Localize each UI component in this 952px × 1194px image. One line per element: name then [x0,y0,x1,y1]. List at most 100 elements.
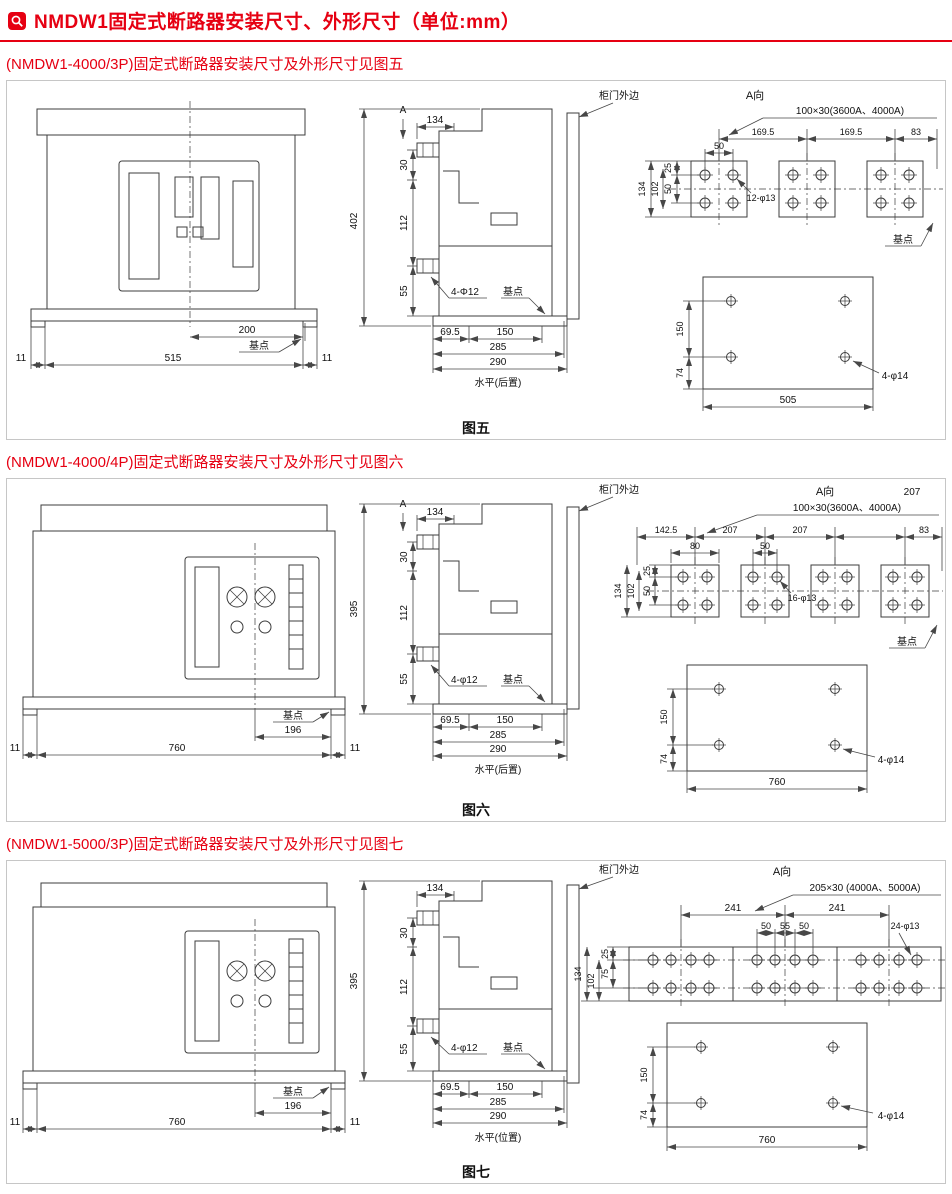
dim-label: 515 [165,353,182,364]
dim-label: 11 [350,743,361,754]
dim-label: 395 [349,972,360,989]
dim-label: 55 [399,285,410,297]
base-point-label: 基点 [503,1041,523,1054]
dim-label: 69.5 [440,1082,460,1093]
dim-label: 75 [600,969,610,979]
hole-spec-label: 4-φ14 [882,371,909,382]
busbar-spec-label: 205×30 (4000A、5000A) [810,883,921,894]
figure-5-drawing: 200 基点 515 11 11 [16,88,943,436]
figure-7-drawing: 基点 196 760 11 11 [10,863,945,1180]
dim-label: 169.5 [840,127,863,137]
horizontal-label: 水平(位置) [475,1131,522,1144]
dim-label: 112 [399,215,410,231]
dim-label: 30 [399,551,410,563]
dim-label: 134 [573,966,583,981]
figure-5-panel: 200 基点 515 11 11 [6,80,946,440]
fig7-plan-view: 150 74 4-φ14 760 [639,1022,905,1151]
dim-label: 74 [639,1110,649,1120]
figure-7-section: (NMDW1-5000/3P)固定式断路器安装尺寸及外形尺寸见图七 [6,833,946,1184]
base-point-label: 基点 [283,709,303,722]
dim-label: 134 [637,181,647,196]
dim-label: 395 [349,600,360,617]
fig5-a-view: A向 100×30(3600A、4000A) 169.5 169.5 83 [637,88,943,247]
a-view-label: A向 [773,864,791,878]
horizontal-label: 水平(后置) [475,764,522,776]
fig6-plan-view: 150 74 4-φ14 760 [659,664,905,793]
figure-7-subtitle: (NMDW1-5000/3P)固定式断路器安装尺寸及外形尺寸见图七 [6,836,404,853]
fig5-side-view: A 柜门外边 402 134 [349,89,639,389]
door-edge-label: 柜门外边 [599,483,639,496]
dim-label: 290 [490,1111,507,1122]
dim-label: 505 [780,395,797,406]
page-header: NMDW1固定式断路器安装尺寸、外形尺寸（单位:mm） [0,0,952,42]
dim-label: 50 [761,921,771,931]
dim-label: 150 [497,715,514,726]
magnifier-icon [8,11,26,30]
dim-label: 25 [663,163,673,173]
fig7-front-view: 基点 196 760 11 11 [10,882,361,1133]
hole-spec-label: 4-φ14 [878,1111,905,1122]
dim-label: 55 [780,921,790,931]
dim-label: 150 [497,327,514,338]
dim-label: 134 [427,115,444,126]
dim-label: 290 [490,357,507,368]
dim-label: 760 [759,1135,776,1146]
dim-label: 30 [399,927,410,939]
dim-label: 402 [349,212,360,229]
dim-label: 69.5 [440,327,460,338]
hole-spec-label: 4-φ12 [451,675,478,686]
section-arrow-label: A [400,499,407,510]
dim-label: 760 [169,1117,186,1128]
dim-label: 134 [613,583,623,598]
dim-label: 241 [829,903,846,914]
dim-label: 102 [650,181,660,196]
dim-label: 285 [490,730,507,741]
dim-label: 102 [626,583,636,598]
dim-label: 83 [911,127,921,137]
figure-caption: 图七 [462,1164,490,1180]
section-arrow-label: A [400,105,407,116]
dim-label: 290 [490,744,507,755]
figure-5-section: (NMDW1-4000/3P)固定式断路器安装尺寸及外形尺寸见图五 [6,53,946,440]
dim-label: 102 [586,973,596,988]
dim-label: 112 [399,979,410,995]
dim-label: 55 [399,673,410,685]
dim-label: 11 [350,1117,361,1128]
a-view-label: A向 [816,484,834,498]
figure-7-panel: 基点 196 760 11 11 [6,860,946,1184]
door-edge-label: 柜门外边 [599,89,639,102]
dim-label: 25 [600,949,610,959]
dim-label: 30 [399,159,410,171]
base-point-label: 基点 [283,1085,303,1098]
fig6-a-view: A向 207 100×30(3600A、4000A) 142.5 207 207 [613,484,943,649]
dim-label: 50 [714,141,724,151]
dim-label: 150 [675,321,685,336]
dim-label: 134 [427,507,444,518]
dim-label: 74 [675,368,685,378]
fig5-front-view: 200 基点 515 11 11 [16,101,333,369]
dim-label: 25 [642,566,652,576]
dim-label: 196 [285,725,302,736]
fig7-a-view: A向 205×30 (4000A、5000A) 241 241 24-φ13 [573,864,945,1009]
dim-label: 80 [690,541,700,551]
dim-label: 207 [792,525,807,535]
dim-label: 207 [904,487,921,498]
horizontal-label: 水平(后置) [475,377,522,389]
fig6-side-view: A 柜门外边 395 134 [349,483,639,776]
base-point-label: 基点 [897,635,917,648]
dim-label: 196 [285,1101,302,1112]
dim-label: 112 [399,605,410,621]
busbar-spec-label: 100×30(3600A、4000A) [796,106,904,117]
page-title: NMDW1固定式断路器安装尺寸、外形尺寸（单位:mm） [34,12,521,33]
dim-label: 285 [490,1097,507,1108]
dim-label: 150 [659,709,669,724]
fig6-front-view: 基点 196 760 11 11 [10,504,361,759]
hole-spec-label: 12-φ13 [747,193,776,203]
dim-label: 11 [16,353,27,364]
hole-spec-label: 4-φ14 [878,755,905,766]
dim-label: 134 [427,883,444,894]
dim-label: 83 [919,525,929,535]
figure-caption: 图六 [462,802,490,818]
fig5-plan-view: 150 74 4-φ14 505 [675,276,909,411]
